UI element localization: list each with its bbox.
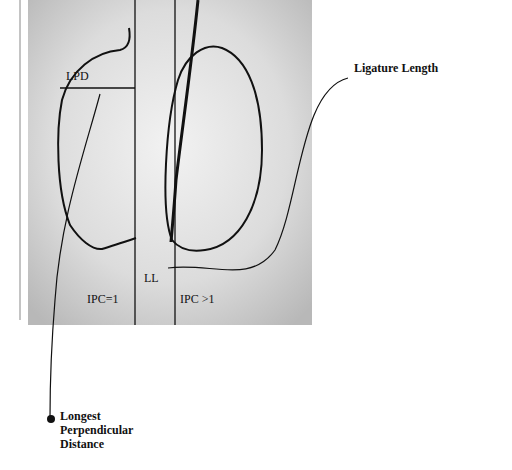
edge-line <box>20 0 21 320</box>
leader-line <box>168 78 348 270</box>
ipc-line <box>134 0 135 325</box>
callout-label: Longest Perpendicular Distance <box>60 410 170 451</box>
lpd-line <box>60 87 135 88</box>
photo-ground <box>28 0 312 325</box>
leader-line <box>50 94 100 418</box>
ipc-line <box>174 0 175 325</box>
dimension-label: LPD <box>66 70 89 84</box>
threshold-label: IPC >1 <box>180 293 214 307</box>
left-loop <box>58 28 136 249</box>
dimension-label: LL <box>144 272 159 286</box>
threshold-label: IPC=1 <box>87 293 118 307</box>
callout-label: Ligature Length <box>354 62 438 76</box>
ligature-stroke <box>171 0 198 242</box>
leader-dot <box>47 415 55 423</box>
